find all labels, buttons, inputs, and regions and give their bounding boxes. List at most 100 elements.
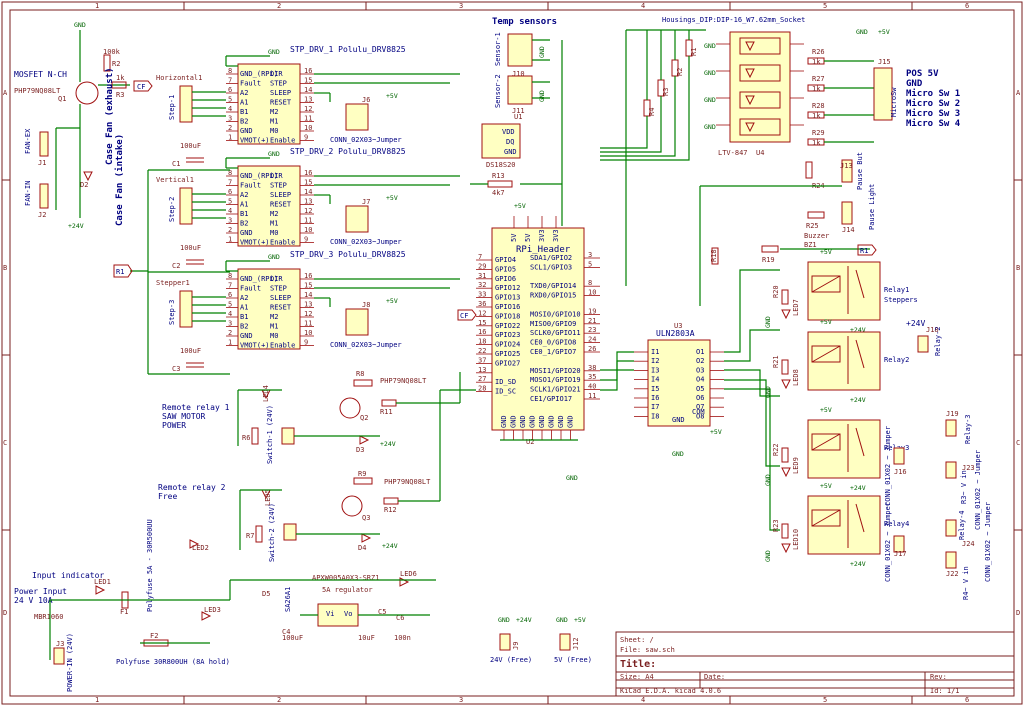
led2 [189, 539, 200, 549]
plus5v-label: +5V [820, 406, 832, 414]
remote-relay-1-title: Remote relay 1 [162, 403, 230, 412]
rpi-ref: U2 [526, 438, 534, 446]
relay-jumpers: +24V J18 Relay-2 J19 Relay-3 J23 CONN_01… [884, 319, 992, 600]
driver-left-num: 6 [228, 291, 232, 299]
uln-output-pin: O6 [696, 394, 704, 402]
title-block: Sheet: / File: saw.sch Title: Size: A4 D… [615, 631, 1015, 697]
uln-input-pin: I3 [651, 366, 659, 374]
stepper-driver-1: STP_DRV_1 Polulu_DRV8825GND_(RPi)8Fault7… [156, 45, 460, 168]
r11-resistor [381, 399, 397, 407]
driver-left-num: 8 [228, 272, 232, 280]
cap-value: 100uF [180, 244, 201, 252]
ds-pin-vdd: VDD [502, 128, 515, 136]
driver-body [237, 63, 301, 145]
driver-right-num: 10 [304, 124, 312, 132]
gnd-label: GND [856, 28, 868, 36]
relay4-connector [945, 519, 957, 537]
power-input-title: Power Input [14, 587, 67, 596]
driver-left-num: 2 [228, 226, 232, 234]
rpi-right-num: 21 [588, 317, 596, 325]
rpi-title: RPi_Header [516, 245, 571, 255]
driver-left-num: 4 [228, 207, 232, 215]
relay-led [781, 379, 791, 390]
r4-vin-label: R4~ V in [962, 566, 970, 600]
rpi-left-pin: GPIO6 [495, 275, 516, 283]
plus24-label: +24V [68, 222, 84, 230]
jumper-ref: J6 [362, 96, 370, 104]
jumper-label: CONN_02X03~Jumper [330, 341, 402, 349]
relay-body [807, 331, 881, 391]
rpi-left-pin: GPIO4 [495, 256, 516, 264]
ds-pin-gnd: GND [504, 148, 517, 156]
rpi-right-pin: SDA1/GPIO2 [530, 254, 572, 262]
relay-led-ref: LED8 [792, 369, 800, 386]
j17-ref: J17 [894, 550, 907, 558]
relay-led [781, 543, 791, 554]
uln2803-driver: ULN2803AU3I1I2I3I4I5I6I7I8O1O2O3O4O5O6O7… [600, 269, 780, 531]
row-label: D [1016, 609, 1020, 617]
row-label: D [3, 609, 7, 617]
driver-left-num: 1 [228, 134, 232, 142]
driver-title: STP_DRV_1 Polulu_DRV8825 [290, 45, 406, 54]
power-jack-j3 [53, 647, 65, 665]
driver-right-pin: SLEEP [270, 294, 291, 302]
power-spec: 24 V 10A [14, 596, 53, 605]
driver-left-pin: B2 [240, 323, 248, 331]
gnd-label: GND [498, 616, 510, 624]
rpi-right-pin: SCLK0/GPIO11 [530, 329, 581, 337]
rpi-right-num: 19 [588, 307, 596, 315]
rpi-left-pin: GPIO13 [495, 294, 520, 302]
rpi-left-pin: GPIO27 [495, 359, 520, 367]
driver-left-num: 7 [228, 77, 232, 85]
rpi-left-num: 18 [478, 338, 486, 346]
j23-connector [945, 461, 957, 479]
plus24-label: +24V [906, 319, 925, 328]
switch-1-connector [281, 427, 295, 445]
rpi-bottom-pin: GND [510, 415, 518, 428]
driver-right-num: 16 [304, 272, 312, 280]
driver-left-pin: VMOT(+) [240, 137, 270, 145]
relay3-connector-j19 [945, 419, 957, 437]
driver-left-pin: Fault [240, 80, 261, 88]
driver-right-num: 11 [304, 217, 312, 225]
gnd-sw-label: GND [906, 79, 923, 89]
col-label: 1 [95, 2, 99, 10]
relay-group: Relay1SteppersR20LED7+5V+24VGNDRelay2R21… [764, 248, 918, 568]
r13-ref: R13 [492, 172, 505, 180]
driver-left-pin: A1 [240, 304, 248, 312]
driver-right-pin: M0 [270, 229, 278, 237]
bz1-ref: BZ1 [804, 241, 817, 249]
uln-output-wire [724, 269, 780, 353]
rpi-left-num: 13 [478, 366, 486, 374]
relay-coil [811, 345, 841, 363]
driver-right-num: 9 [304, 236, 308, 244]
driver-right-num: 15 [304, 77, 312, 85]
conn-jumper-label: CONN_01X02 ~ Jumper [984, 502, 992, 582]
stepper-connector [179, 85, 193, 123]
gnd-label: GND [704, 42, 716, 50]
cf-flag [457, 309, 477, 321]
gnd-label: GND [74, 21, 86, 29]
mosfet-title: MOSFET N-CH [14, 70, 67, 79]
uln-input-pin: I5 [651, 385, 659, 393]
rpi-bottom-pin: GND [519, 415, 527, 428]
opto-pullup-ref: R4 [648, 108, 656, 116]
d4-diode [361, 533, 372, 543]
driver-left-num: 3 [228, 320, 232, 328]
f1-ref: F1 [120, 608, 128, 616]
c6-value: 100n [394, 634, 411, 642]
opto-channel [739, 37, 781, 55]
j10-ref: J10 [512, 70, 525, 78]
driver-left-num: 5 [228, 198, 232, 206]
row-label: B [1016, 264, 1020, 272]
gnd-label: GND [566, 474, 578, 482]
j12-ref: J12 [572, 637, 580, 650]
buzzer-label: Buzzer [804, 232, 829, 240]
uln-output-pin: O8 [696, 412, 704, 420]
driver-right-pin: RESET [270, 304, 292, 312]
driver-right-num: 15 [304, 179, 312, 187]
plus5v-label: +5V [710, 428, 722, 436]
mosfet-ref: Q1 [58, 95, 66, 103]
power-section: Input indicator Power Input 24 V 10A MBR… [14, 519, 592, 692]
remote-relay-2-title: Remote relay 2 [158, 483, 226, 492]
